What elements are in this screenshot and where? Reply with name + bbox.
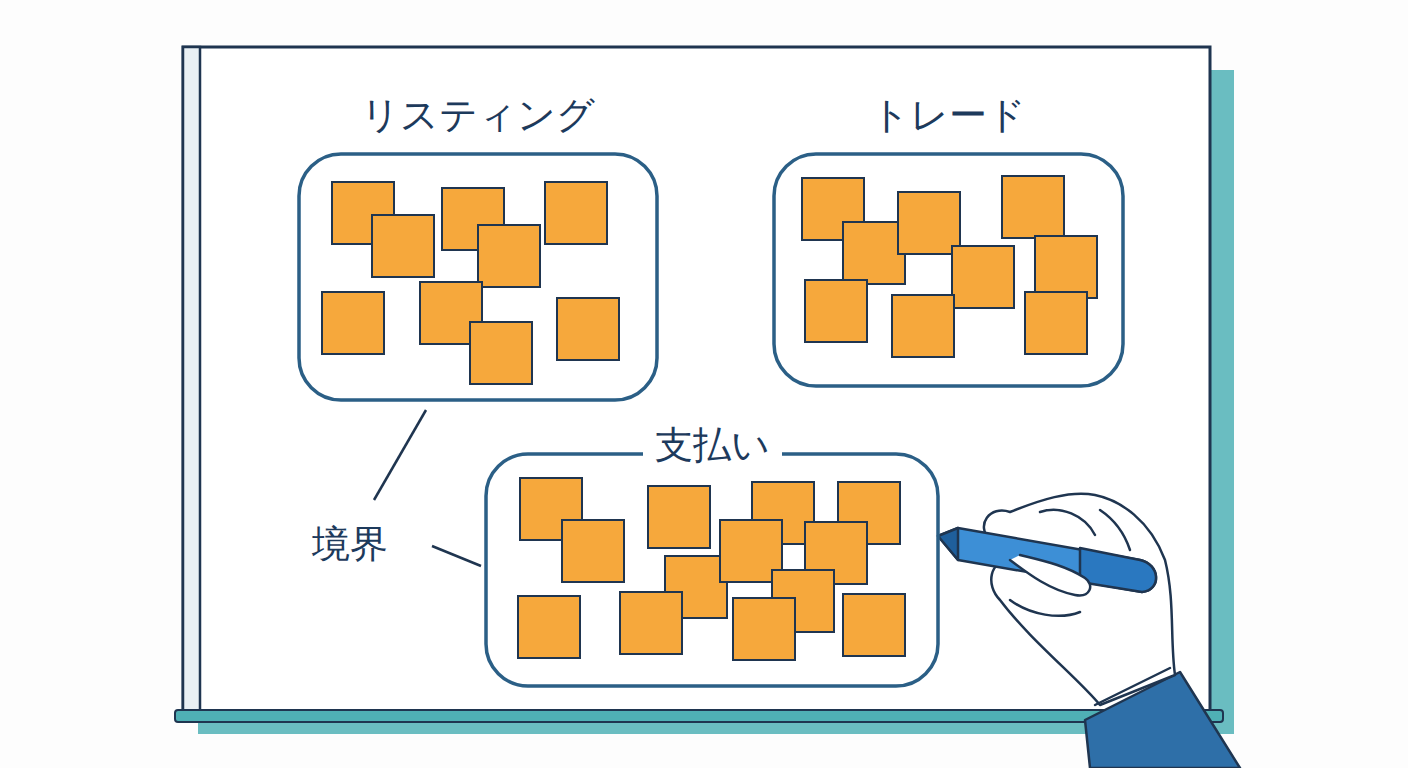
sticky-notes — [322, 182, 619, 384]
group-heading: 支払い — [643, 422, 782, 468]
leader-line — [374, 410, 426, 500]
group-region: トレード — [772, 92, 1125, 388]
board-tray — [175, 710, 1223, 722]
group-heading: リスティング — [349, 92, 607, 138]
boundary-line — [774, 154, 1123, 386]
boundary-line — [486, 454, 938, 686]
group-region: リスティング — [297, 92, 659, 402]
board-edge — [183, 47, 200, 712]
group-region: 支払い — [484, 422, 940, 688]
boundary-label: 境界 — [312, 521, 388, 567]
group-heading: トレード — [859, 92, 1038, 138]
leader-line — [432, 546, 481, 566]
boundary-line — [299, 154, 657, 400]
sticky-notes — [802, 176, 1097, 357]
sticky-notes — [518, 478, 905, 660]
whiteboard — [183, 47, 1210, 712]
hand-with-marker — [938, 494, 1240, 768]
boundary-outline — [772, 152, 1125, 388]
boundary-outline — [484, 452, 940, 688]
boundary-outline — [297, 152, 659, 402]
